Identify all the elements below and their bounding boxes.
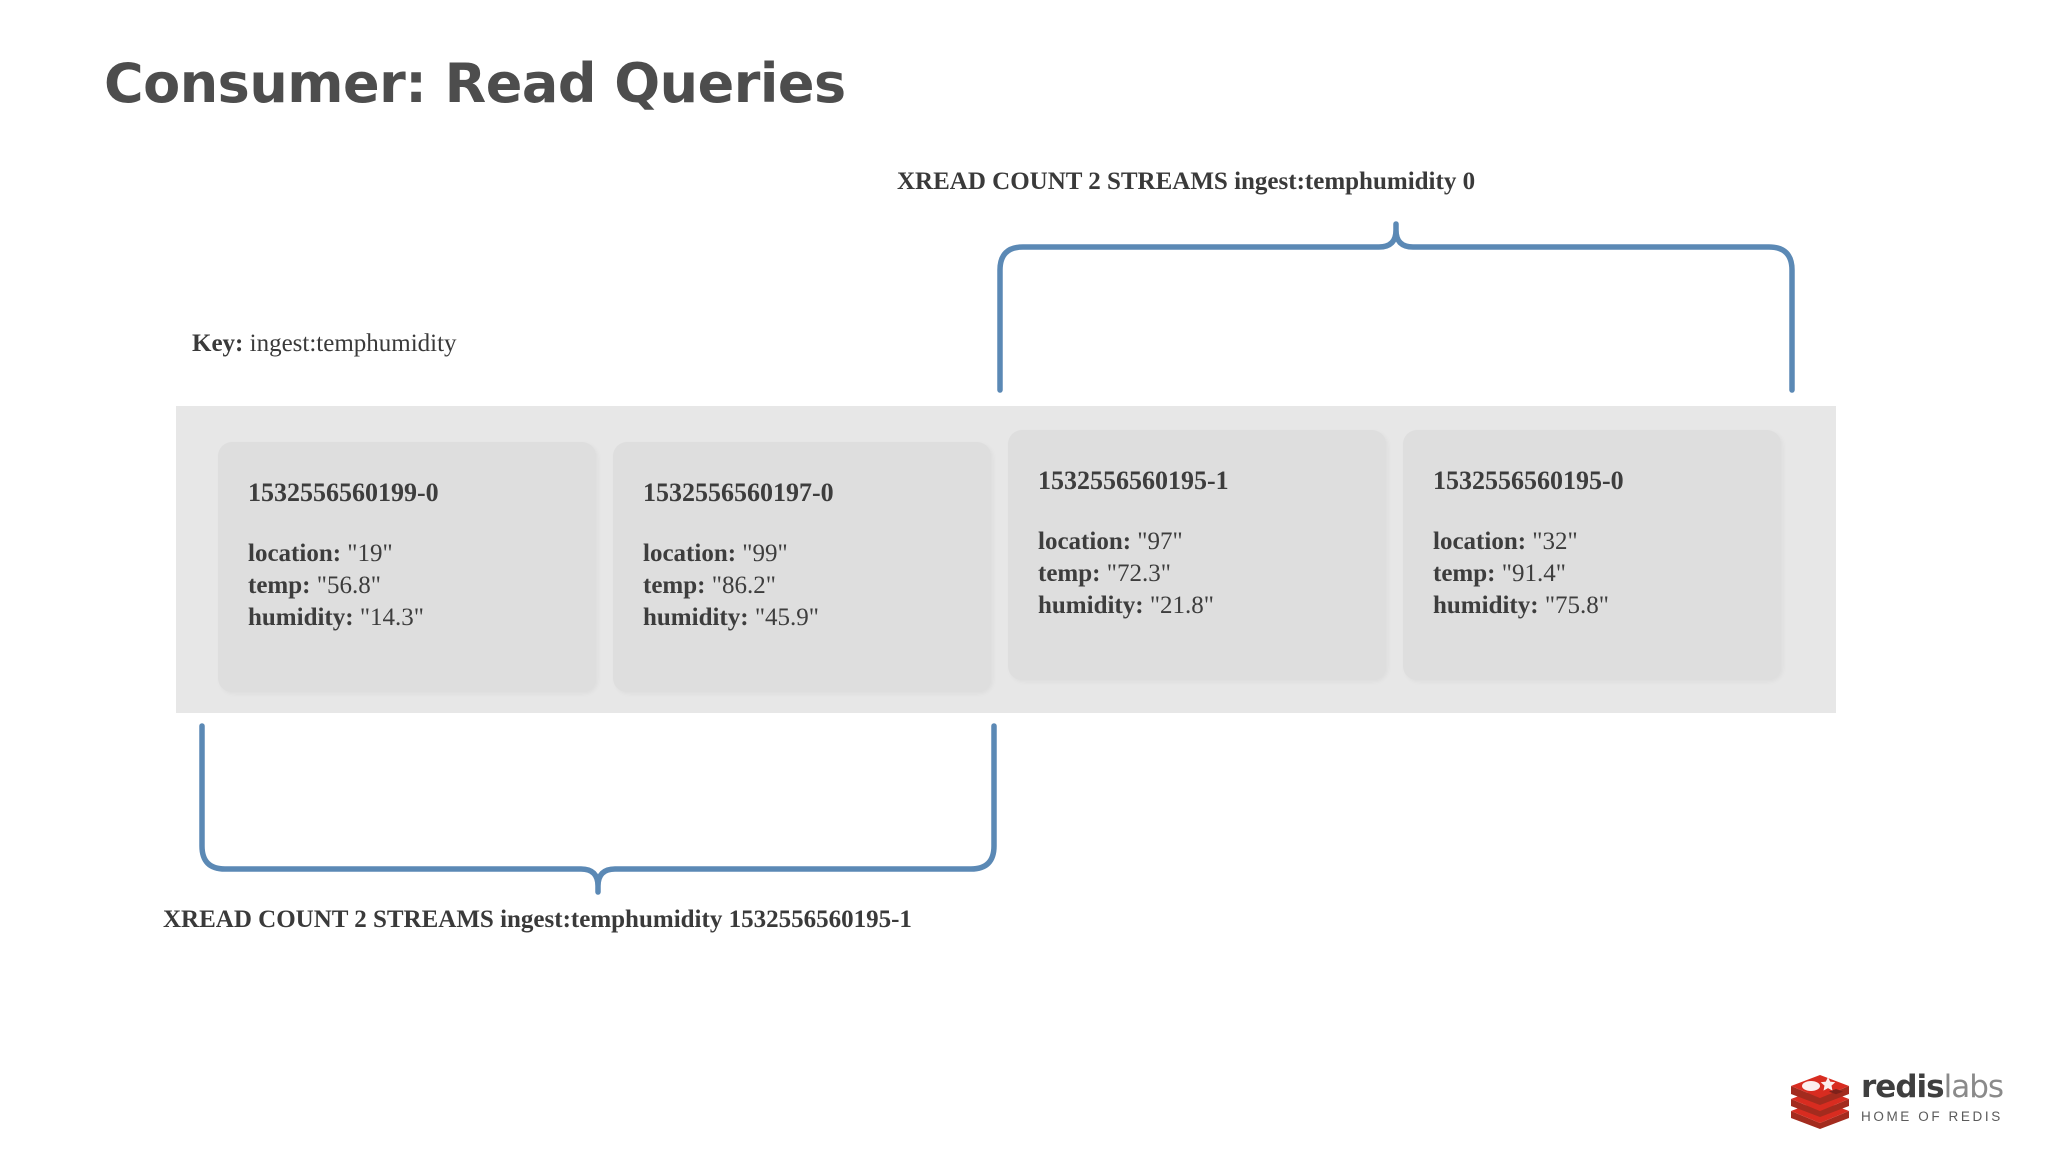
stream-entry-card[interactable]: 1532556560199-0 location: "19" temp: "56… [218,442,596,692]
entry-field-row: temp: "86.2" [643,570,991,602]
entry-field-row: location: "19" [248,538,596,570]
field-value: "32" [1532,528,1578,555]
logo-wordmark: redislabs [1861,1069,2004,1105]
entry-id: 1532556560195-0 [1433,466,1624,495]
entry-field-row: humidity: "75.8" [1433,590,1781,622]
field-value: "99" [742,540,788,567]
field-value: "14.3" [359,604,425,631]
entry-field-row: location: "97" [1038,526,1386,558]
stream-key-value: ingest:temphumidity [249,330,457,357]
field-name: humidity: [248,604,354,631]
field-value: "45.9" [754,604,820,631]
stream-entry-card[interactable]: 1532556560195-1 location: "97" temp: "72… [1008,430,1386,680]
logo-text: redislabs HOME OF REDIS [1861,1069,2004,1125]
field-name: humidity: [1038,592,1144,619]
logo-tagline: HOME OF REDIS [1861,1109,2003,1124]
top-query-annotation: XREAD COUNT 2 STREAMS ingest:temphumidit… [897,168,1476,195]
field-name: location: [643,540,737,567]
entry-id: 1532556560197-0 [643,478,834,507]
field-value: "86.2" [711,572,776,599]
field-value: "91.4" [1501,560,1566,587]
entry-field-row: temp: "72.3" [1038,558,1386,590]
stream-key-label: Key: [192,330,244,357]
logo-redis-text: redis [1861,1069,1945,1105]
entry-id: 1532556560199-0 [248,478,439,507]
entry-field-row: humidity: "45.9" [643,602,991,634]
field-value: "97" [1137,528,1183,555]
entry-field-row: humidity: "21.8" [1038,590,1386,622]
stream-entry-card[interactable]: 1532556560195-0 location: "32" temp: "91… [1403,430,1781,680]
field-name: location: [1038,528,1132,555]
redislabs-logo: redislabs HOME OF REDIS [1789,1062,2004,1134]
entry-field-row: temp: "56.8" [248,570,596,602]
bottom-query-annotation: XREAD COUNT 2 STREAMS ingest:temphumidit… [163,906,912,933]
field-name: temp: [643,572,706,599]
top-brace-icon [997,221,1795,393]
logo-labs-text: labs [1943,1069,2004,1105]
entry-field-row: temp: "91.4" [1433,558,1781,590]
field-name: humidity: [643,604,749,631]
field-value: "21.8" [1149,592,1215,619]
field-name: temp: [248,572,311,599]
field-name: location: [1433,528,1527,555]
field-name: humidity: [1433,592,1539,619]
bottom-brace-icon [199,723,997,895]
field-value: "56.8" [316,572,381,599]
field-name: temp: [1038,560,1101,587]
entry-field-row: location: "99" [643,538,991,570]
field-name: location: [248,540,342,567]
field-name: temp: [1433,560,1496,587]
field-value: "19" [347,540,393,567]
stream-key-line: Key: ingest:temphumidity [192,330,457,358]
entry-id: 1532556560195-1 [1038,466,1229,495]
field-value: "72.3" [1106,560,1171,587]
stream-entry-card[interactable]: 1532556560197-0 location: "99" temp: "86… [613,442,991,692]
entry-field-row: location: "32" [1433,526,1781,558]
page-title: Consumer: Read Queries [104,52,846,115]
redis-cube-icon [1789,1067,1851,1129]
field-value: "75.8" [1544,592,1610,619]
entry-field-row: humidity: "14.3" [248,602,596,634]
